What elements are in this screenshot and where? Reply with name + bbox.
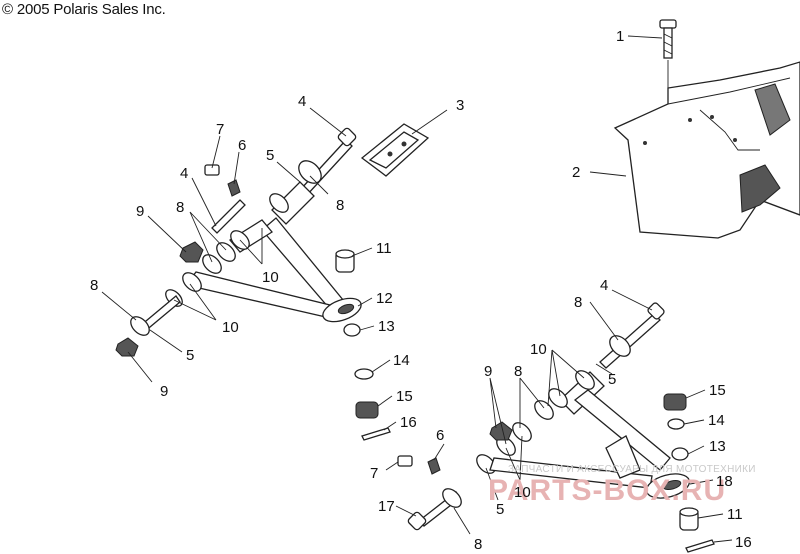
callout-4: 4 [180, 165, 188, 182]
callout-18: 18 [716, 473, 733, 490]
callout-6: 6 [238, 137, 246, 154]
callout-10: 10 [514, 484, 531, 501]
callout-10: 10 [262, 269, 279, 286]
callout-14: 14 [393, 352, 410, 369]
callout-10: 10 [530, 341, 547, 358]
callout-8: 8 [336, 197, 344, 214]
callout-2: 2 [572, 164, 580, 181]
callout-4: 4 [298, 93, 306, 110]
callout-8: 8 [474, 536, 482, 553]
callout-9: 9 [136, 203, 144, 220]
callout-15: 15 [396, 388, 413, 405]
callout-labels: 1 2 3 4 4 4 5 5 5 5 6 6 7 7 8 8 8 8 8 8 … [90, 28, 752, 553]
bolt-part-1 [659, 19, 677, 104]
copyright-notice: © 2005 Polaris Sales Inc. [2, 1, 166, 18]
callout-8: 8 [176, 199, 184, 216]
callout-8: 8 [90, 277, 98, 294]
callout-9: 9 [160, 383, 168, 400]
callout-15: 15 [709, 382, 726, 399]
callout-13: 13 [378, 318, 395, 335]
callout-8: 8 [574, 294, 582, 311]
callout-11: 11 [376, 240, 392, 257]
callout-8: 8 [514, 363, 522, 380]
callout-5: 5 [496, 501, 504, 518]
callout-14: 14 [708, 412, 725, 429]
watermark: ЗАПЧАСТИ И АКСЕССУАРЫ ДЛЯ МОТОТЕХНИКИ PA… [488, 464, 756, 507]
callout-16: 16 [400, 414, 417, 431]
callout-5: 5 [186, 347, 194, 364]
callout-12: 12 [376, 290, 393, 307]
callout-10: 10 [222, 319, 239, 336]
frame-bracket-part [613, 61, 800, 239]
lower-a-arm-right [397, 302, 715, 553]
callout-7: 7 [370, 465, 378, 482]
callout-11: 11 [727, 506, 743, 523]
callout-9: 9 [484, 363, 492, 380]
callout-3: 3 [456, 97, 464, 114]
watermark-tagline: ЗАПЧАСТИ И АКСЕССУАРЫ ДЛЯ МОТОТЕХНИКИ [508, 464, 756, 475]
upper-a-arm-left [115, 127, 391, 441]
callout-1: 1 [616, 28, 624, 45]
leader-lines [101, 35, 733, 543]
callout-16: 16 [735, 534, 752, 551]
callout-17: 17 [378, 498, 395, 515]
callout-4: 4 [600, 277, 608, 294]
callout-5: 5 [608, 371, 616, 388]
callout-13: 13 [709, 438, 726, 455]
callout-7: 7 [216, 121, 224, 138]
mounting-plate-part-3 [360, 123, 430, 177]
callout-6: 6 [436, 427, 444, 444]
watermark-brand: PARTS-BOX.RU [488, 474, 726, 507]
callout-5: 5 [266, 147, 274, 164]
